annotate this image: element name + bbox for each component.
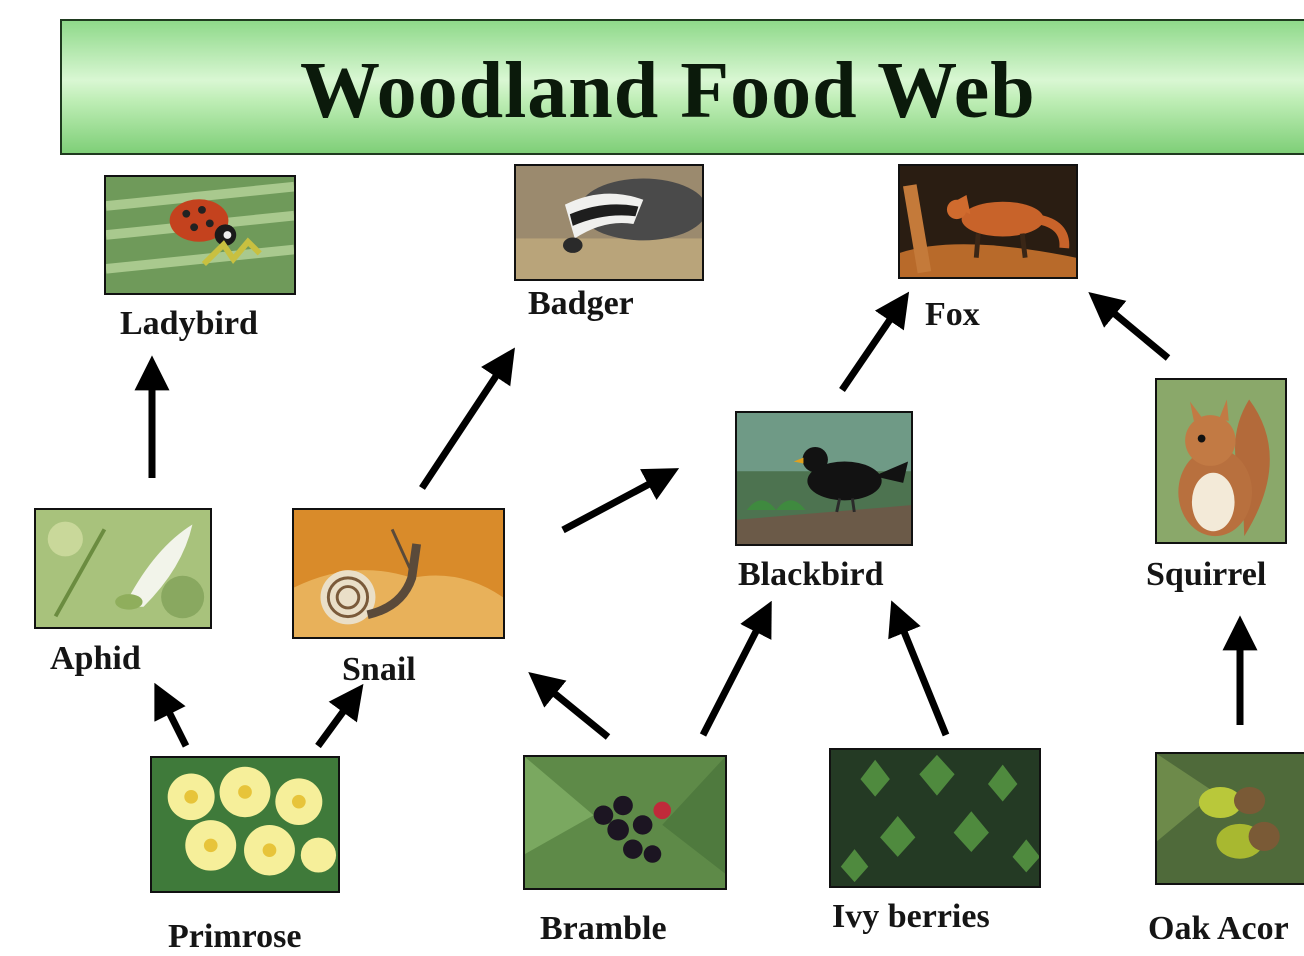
arrow-snail-to-blackbird — [563, 474, 668, 530]
snail-image — [292, 508, 505, 639]
arrow-squirrel-to-fox — [1098, 300, 1168, 358]
arrow-bramble-to-blackbird — [703, 612, 766, 735]
arrow-primrose-to-snail — [318, 694, 356, 746]
squirrel-image — [1155, 378, 1287, 544]
ladybird-image — [104, 175, 296, 295]
arrow-primrose-to-aphid — [160, 694, 186, 746]
arrow-snail-to-badger — [422, 358, 508, 488]
oak-acorn-image — [1155, 752, 1304, 885]
ladybird-label: Ladybird — [120, 305, 258, 343]
snail-label: Snail — [342, 651, 416, 689]
squirrel-label: Squirrel — [1146, 556, 1266, 594]
blackbird-image — [735, 411, 913, 546]
arrow-ivy-berries-to-blackbird — [896, 612, 946, 735]
fox-label: Fox — [925, 296, 980, 334]
ivy-image — [829, 748, 1041, 888]
blackbird-label: Blackbird — [738, 556, 883, 594]
oak-acorn-label: Oak Acor — [1148, 910, 1289, 948]
aphid-label: Aphid — [50, 640, 141, 678]
arrow-bramble-to-snail — [538, 680, 608, 737]
primrose-label: Primrose — [168, 918, 301, 956]
ivy-label: Ivy berries — [832, 898, 990, 936]
badger-label: Badger — [528, 285, 634, 323]
bramble-label: Bramble — [540, 910, 667, 948]
bramble-image — [523, 755, 727, 890]
aphid-image — [34, 508, 212, 629]
primrose-image — [150, 756, 340, 893]
arrow-blackbird-to-fox — [842, 302, 902, 390]
badger-image — [514, 164, 704, 281]
fox-image — [898, 164, 1078, 279]
page-title: Woodland Food Web — [60, 46, 1304, 137]
